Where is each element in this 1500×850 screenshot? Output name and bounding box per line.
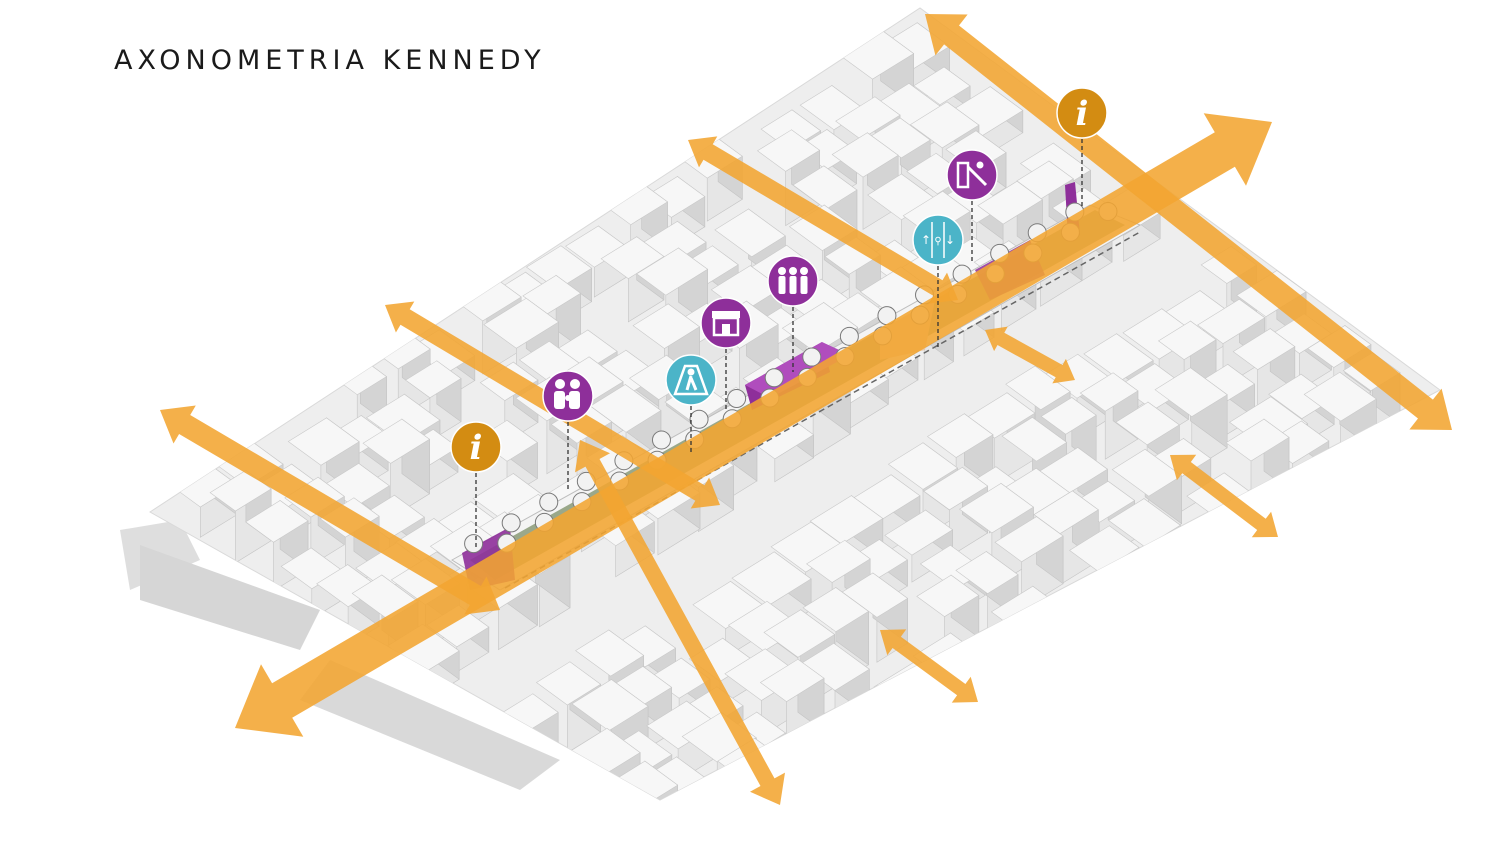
svg-text:⚲: ⚲ [934,236,941,247]
building [362,418,431,519]
traffic-marker[interactable]: ↑⚲ ↓ [912,214,964,348]
people-marker[interactable] [767,255,819,372]
tree [727,389,747,409]
tree [464,534,484,554]
pedestrian-crossing-icon [673,364,709,396]
svg-text:i: i [470,428,483,468]
tree [764,368,784,388]
playground-marker[interactable] [946,149,998,262]
info-icon: i [1076,94,1089,134]
traffic-lanes-icon: ↑⚲ ↓ [921,222,955,258]
family-marker[interactable] [542,370,594,490]
building [977,180,1043,280]
family-icon [554,379,580,409]
tree [539,492,559,512]
map-markers: i ↑⚲ ↓ i [450,87,1108,548]
building [678,785,758,800]
building [1232,328,1296,413]
tree [839,326,859,346]
flow-arrow-west-upper [160,405,500,615]
flow-arrow-cross-6 [985,326,1075,384]
info-icon: i [470,428,483,468]
tree [802,347,822,367]
flow-arrow-cross-3 [575,440,785,805]
svg-text:i: i [1076,94,1089,134]
diagram-title: AXONOMETRIA KENNEDY [114,45,546,76]
building-shadows [120,520,560,790]
svg-text:↓: ↓ [945,233,955,247]
tree [689,409,709,429]
flow-arrow-cross-5 [1170,454,1278,538]
tree [501,513,521,533]
building [916,574,980,660]
info-marker-right[interactable]: i [1056,87,1108,208]
flow-arrow-cross-4 [880,629,978,703]
building [405,360,462,442]
flow-arrow-cross-2 [688,136,958,304]
pedestrian-crossing-marker[interactable] [665,354,717,452]
flow-arrow-main-axis [235,113,1272,737]
svg-text:↑: ↑ [921,233,931,247]
building [522,274,582,370]
tree [651,430,671,450]
info-marker-left[interactable]: i [450,421,502,548]
shop-marker[interactable] [700,297,752,410]
building [795,716,860,785]
shop-icon [712,311,740,337]
playground-icon [956,161,988,189]
people-icon [778,267,808,294]
